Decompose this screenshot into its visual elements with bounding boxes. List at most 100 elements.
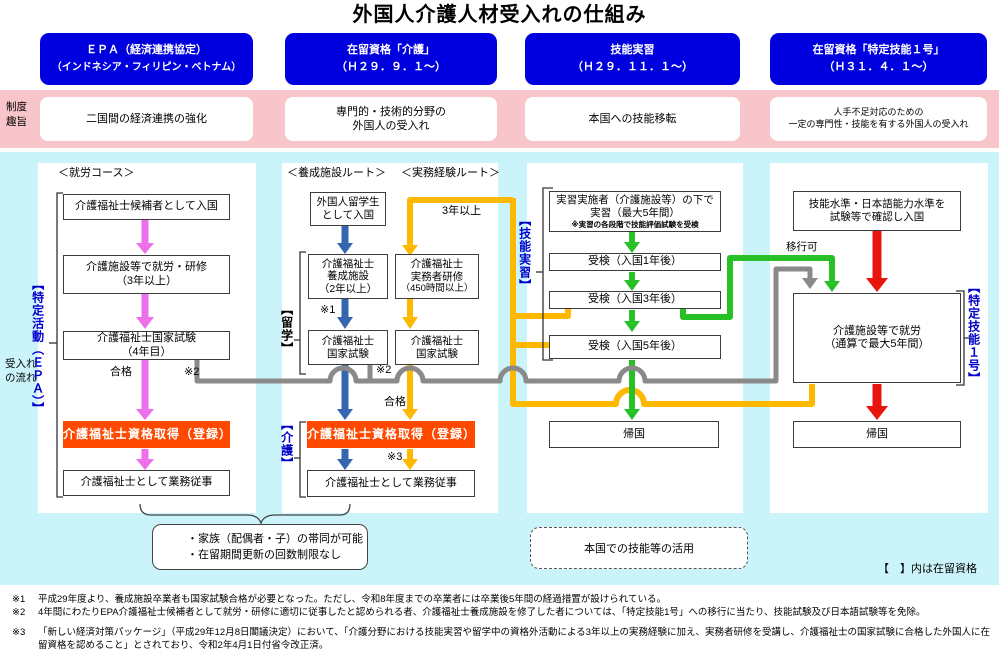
tokutei-box-entry-line2: 試験等で確認し入国 (829, 211, 925, 223)
tokutei-box-return-home: 帰国 (793, 421, 961, 448)
tokutei-side-status-label: 【特定技能１号】 (966, 281, 981, 385)
ginou-box-exam-year5: 受検（入国5年後） (549, 335, 721, 359)
tokutei-box-entry-line1: 技能水準・日本語能力水準を (808, 198, 946, 211)
epa-box-entry: 介護福祉士候補者として入国 (63, 194, 230, 220)
ryugaku-box-qualification: 介護福祉士資格取得（登録） (307, 421, 475, 448)
family-note-line2: ・在留期間更新の回数制限なし (187, 549, 341, 561)
transfer-route-arrowheads (802, 278, 818, 289)
purpose-kaigo-line2: 外国人の受入れ (352, 120, 430, 132)
footnote-3: ※3 「新しい経済対策パッケージ」（平成29年12月8日閣議決定）において、「介… (12, 626, 992, 653)
ryugaku-box-entry-line2: として入国 (321, 209, 375, 221)
ryugaku-box-entry: 外国人留学生 として入国 (310, 192, 386, 226)
family-note-brace (139, 503, 351, 525)
footnote-2-text: 4年間にわたりEPA介護福祉士候補者として就労・研修に適切に従事したと認められる… (38, 607, 926, 619)
purpose-epa: 二国間の経済連携の強化 (40, 97, 253, 141)
epa-box-national-exam-line1: 介護福祉士国家試験 (97, 332, 196, 345)
work-experience-route-label: ＜実務経験ルート＞ (401, 167, 500, 179)
footnotes: ※1 平成29年度より、養成施設卒業者も国家試験合格が必要となった。ただし、令和… (12, 593, 992, 652)
ryugaku-ref3-label: ※3 (387, 451, 403, 463)
tokutei-box-work-line2: （通算で最大5年間） (824, 338, 930, 350)
epa-box-work-training-line2: （3年以上） (115, 274, 178, 287)
flow-row-label: 受入れ の流れ (5, 358, 47, 385)
epa-side-status-label: 【特定活動（ＥＰＡ）】 (30, 278, 45, 415)
tokutei-route-arrowheads (866, 278, 888, 420)
epa-pass-label: 合格 (110, 366, 132, 378)
experience-years-label: 3年以上 (442, 205, 482, 217)
flow-row-label-line2: の流れ (5, 371, 37, 384)
epa-box-employment: 介護福祉士として業務従事 (63, 470, 230, 496)
footnote-2: ※2 4年間にわたりEPA介護福祉士候補者として就労・研修に適切に従事したと認め… (12, 606, 992, 619)
ginou-box-exam-year3: 受検（入国3年後） (549, 291, 721, 309)
header-epa-line2: （インドネシア・フィリピン・ベトナム） (51, 61, 242, 73)
purpose-tokutei: 人手不足対応のための 一定の専門性・技能を有する外国人の受入れ (770, 97, 987, 141)
purpose-row-label-line1: 制度 (6, 101, 27, 113)
ryugaku-box-training-facility-line3: （2年以上） (318, 282, 378, 295)
flow-row-label-line1: 受入れ (5, 358, 37, 370)
ryugaku-side-status-label: 【留学】 (279, 303, 294, 355)
tokutei-box-entry: 技能水準・日本語能力水準を 試験等で確認し入国 (793, 191, 961, 231)
ginou-box-training: 実習実施者（介護施設等）の下で 実習（最大5年間） ※実習の各段階で技能評価試験… (549, 191, 721, 232)
ryugaku-ref1-label: ※1 (320, 304, 336, 316)
header-ginou-line1: 技能実習 (610, 43, 655, 56)
footnote-2-marker: ※2 (12, 607, 26, 619)
family-note-line1: ・家族（配偶者・子）の帯同が可能 (187, 532, 363, 545)
training-facility-route-label: ＜養成施設ルート＞ (287, 167, 386, 179)
epa-box-national-exam: 介護福祉士国家試験 （4年目） (63, 331, 230, 360)
ryugaku-box-entry-line1: 外国人留学生 (316, 196, 380, 209)
purpose-tokutei-line2: 一定の専門性・技能を有する外国人の受入れ (788, 119, 969, 129)
purpose-kaigo: 専門的・技術的分野の 外国人の受入れ (285, 97, 497, 141)
status-legend: 【 】内は在留資格 (878, 563, 977, 575)
ryugaku-box-training-facility-line1: 介護福祉士 (321, 257, 375, 270)
header-kaigo-line1: 在留資格「介護」 (347, 43, 435, 56)
header-tokutei: 在留資格「特定技能１号」 （Ｈ３１．４．１～） (770, 33, 987, 85)
ryugaku-box-training-facility: 介護福祉士 養成施設 （2年以上） (308, 254, 388, 299)
purpose-row-label-line2: 趣旨 (6, 116, 27, 129)
header-ginou: 技能実習 （Ｈ２９．１１．１～） (525, 33, 740, 85)
family-note-box: ・家族（配偶者・子）の帯同が可能 ・在留期間更新の回数制限なし (152, 524, 368, 570)
transfer-route-lines (194, 266, 813, 384)
ryugaku-ref2-label: ※2 (376, 364, 392, 376)
experience-box-jitsumusha-line2: 実務者研修 (410, 270, 464, 283)
footnote-1: ※1 平成29年度より、養成施設卒業者も国家試験合格が必要となった。ただし、令和… (12, 593, 992, 606)
ryugaku-box-training-facility-line2: 養成施設 (327, 270, 369, 283)
ginou-box-exam-year1: 受検（入国1年後） (549, 253, 721, 271)
tokutei-box-work-line1: 介護施設等で就労 (833, 324, 921, 337)
footnote-1-marker: ※1 (12, 594, 26, 605)
page-title: 外国人介護人材受入れの仕組み (352, 3, 647, 26)
purpose-row-label: 制度 趣旨 (6, 100, 34, 130)
header-epa-line1: ＥＰＡ（経済連携協定） (86, 44, 207, 57)
experience-box-jitsumusha-line3: （450時間以上） (400, 283, 474, 295)
header-tokutei-line1: 在留資格「特定技能１号」 (812, 43, 945, 56)
ginou-side-status-label: 【技能実習】 (517, 214, 532, 292)
footnote-3-marker: ※3 (12, 626, 26, 638)
epa-course-label: ＜就労コース＞ (58, 167, 135, 179)
study-route-arrowheads (337, 243, 353, 470)
footnote-3-text: 「新しい経済対策パッケージ」（平成29年12月8日閣議決定）において、「介護分野… (38, 626, 990, 651)
experience-box-national-exam-line1: 介護福祉士 (410, 334, 464, 347)
ginou-box-training-line3: ※実習の各段階で技能評価試験を受検 (571, 220, 699, 230)
footnote-1-text: 平成29年度より、養成施設卒業者も国家試験合格が必要となった。ただし、令和8年度… (38, 594, 666, 605)
experience-box-national-exam: 介護福祉士 国家試験 (395, 330, 479, 365)
epa-box-work-training-line1: 介護施設等で就労・研修 (86, 261, 207, 274)
epa-ref2-label: ※2 (184, 366, 200, 378)
training-route-arrowheads (624, 242, 840, 420)
epa-box-national-exam-line2: （4年目） (121, 345, 172, 358)
ginou-box-return-home: 帰国 (549, 421, 719, 448)
ryugaku-pass-label: 合格 (384, 396, 406, 408)
ginou-box-training-line1: 実習実施者（介護施設等）の下で (556, 193, 714, 206)
experience-box-jitsumusha-training: 介護福祉士 実務者研修 （450時間以上） (395, 254, 479, 299)
experience-box-national-exam-line2: 国家試験 (416, 347, 458, 360)
epa-route-arrowheads (136, 243, 154, 470)
ryugaku-box-national-exam-line2: 国家試験 (327, 347, 369, 360)
ryugaku-box-national-exam: 介護福祉士 国家試験 (308, 330, 388, 365)
side-brackets (49, 187, 972, 498)
header-kaigo-line2: （Ｈ２９．９．１～） (336, 61, 446, 73)
experience-route-arrowheads (402, 245, 418, 470)
ryugaku-box-national-exam-line1: 介護福祉士 (321, 334, 375, 347)
header-tokutei-line2: （Ｈ３１．４．１～） (823, 61, 934, 73)
ryugaku-box-employment: 介護福祉士として業務従事 (307, 470, 475, 497)
kaigo-side-status-label: 【介護】 (279, 418, 294, 470)
purpose-ginou: 本国への技能移転 (525, 97, 740, 141)
